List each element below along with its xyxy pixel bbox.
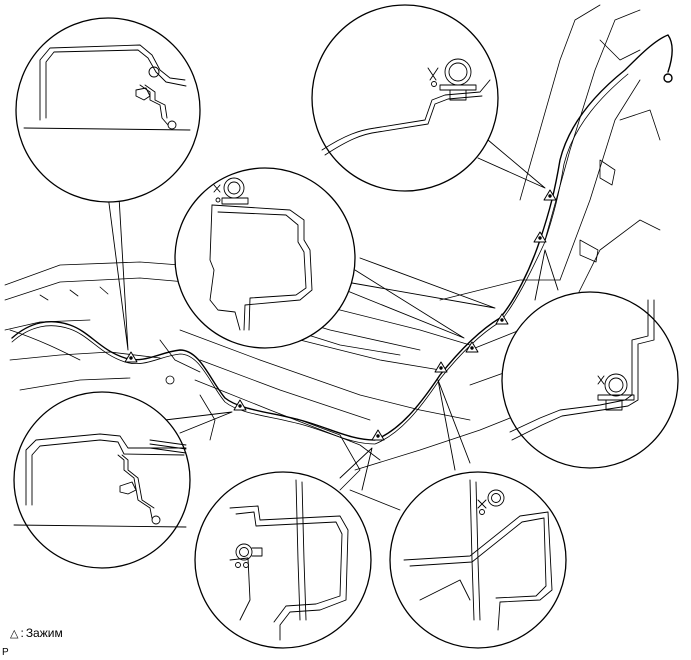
detail-view-1: [15, 17, 201, 203]
detail-view-7: [389, 471, 567, 649]
detail-view-4: [501, 291, 679, 469]
clamp-triangle-icon: [124, 351, 138, 363]
legend-separator: :: [20, 626, 24, 640]
detail-view-6: [194, 471, 372, 649]
legend-label: Зажим: [25, 626, 63, 640]
clamp-triangle-icon: [465, 341, 479, 353]
corner-code: P: [2, 647, 9, 658]
detail-view-3: [174, 167, 356, 349]
clamp-triangle-icon: [533, 231, 547, 243]
legend: △ : Зажим: [10, 626, 63, 640]
clamp-triangle-icon: △: [10, 627, 19, 640]
clamp-triangle-icon: [495, 313, 509, 325]
clamp-triangle-icon: [434, 361, 448, 373]
detail-view-5: [13, 391, 191, 569]
clamp-triangle-icon: [233, 399, 247, 411]
detail-view-2: [311, 4, 499, 192]
clamp-triangle-icon: [371, 429, 385, 441]
callout-leaders: [105, 139, 559, 491]
clamp-triangle-icon: [543, 189, 557, 201]
clamp-markers: [124, 189, 557, 441]
